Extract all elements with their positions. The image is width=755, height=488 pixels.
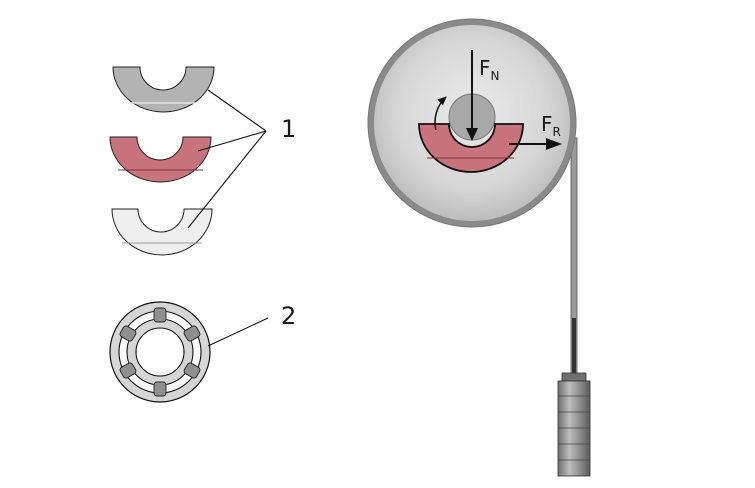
- callout-label-1: 1: [281, 115, 296, 143]
- friction-force-label: FR: [541, 112, 561, 139]
- half-bearing-white: [111, 208, 213, 256]
- bearing-ball: [153, 381, 167, 397]
- bearing-balls: [119, 307, 201, 397]
- hanging-weight: [557, 372, 591, 477]
- callout-line-2: [207, 317, 269, 347]
- bearing-ball: [183, 362, 201, 379]
- normal-force-sub: N: [491, 69, 500, 83]
- bearing-ball: [119, 325, 137, 342]
- callout-label-2: 2: [281, 302, 296, 330]
- half-bearing-red: [109, 136, 212, 183]
- friction-force-sub: R: [553, 125, 561, 139]
- friction-force-main: F: [541, 112, 553, 136]
- half-bearing-gray: [112, 66, 215, 113]
- bearing-ball: [153, 307, 167, 323]
- normal-force-label: FN: [479, 56, 500, 83]
- normal-force-arrow: [466, 50, 478, 141]
- friction-force-arrow: [509, 138, 562, 150]
- callout-lines-1: [187, 89, 267, 229]
- rotation-arrow: [434, 96, 447, 131]
- rope: [570, 137, 578, 374]
- bearing-ball: [183, 325, 201, 342]
- half-bearing-on-shaft: [418, 123, 524, 173]
- normal-force-main: F: [479, 56, 491, 80]
- ball-bearing: [109, 301, 211, 403]
- bearing-ball: [119, 362, 137, 379]
